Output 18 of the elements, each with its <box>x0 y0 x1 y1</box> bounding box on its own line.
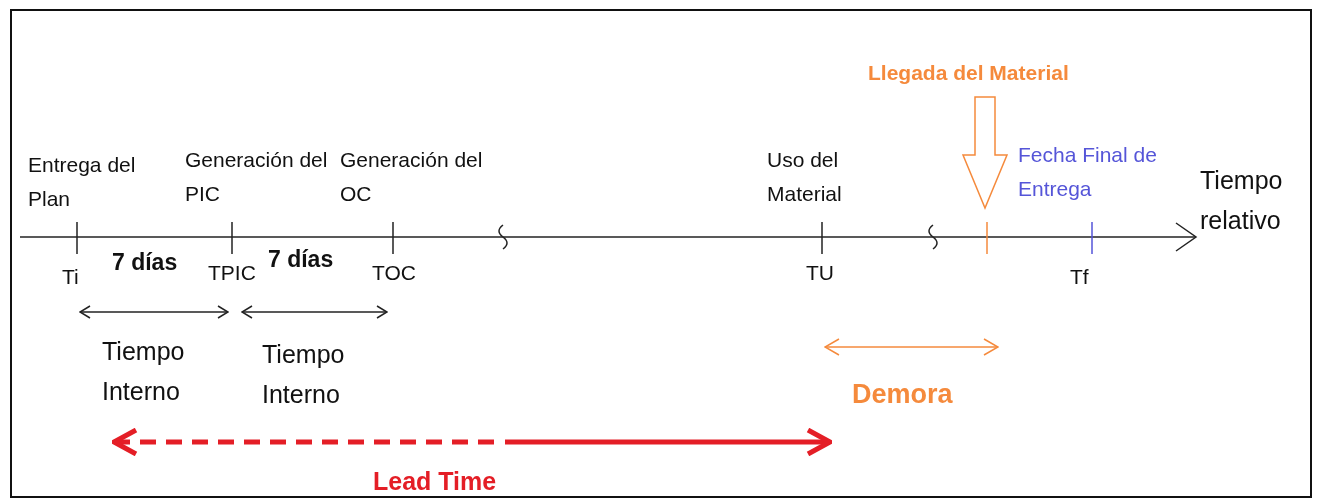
axis-label: Tiempo relativo <box>1200 165 1284 236</box>
milestone-label: Uso del Material <box>767 147 843 207</box>
interval-label: Tiempo Interno <box>262 339 346 410</box>
tick-label: TPIC <box>208 260 256 286</box>
tick-label: Tf <box>1070 264 1089 290</box>
milestone-label: Llegada del Material <box>868 60 1069 86</box>
interval-label: 7 días <box>112 248 178 277</box>
interval-label: Demora <box>852 378 953 411</box>
interval-label: Tiempo Interno <box>102 336 186 407</box>
milestone-label: Generación del OC <box>340 147 484 207</box>
interval-label: 7 días <box>268 245 334 274</box>
milestone-label: Fecha Final de Entrega <box>1018 142 1158 202</box>
tick-label: TU <box>806 260 834 286</box>
milestone-label: Generación del PIC <box>185 147 329 207</box>
interval-label: Lead Time <box>373 466 497 497</box>
milestone-label: Entrega del Plan <box>28 152 137 212</box>
tick-label: Ti <box>62 264 79 290</box>
tick-label: TOC <box>372 260 416 286</box>
